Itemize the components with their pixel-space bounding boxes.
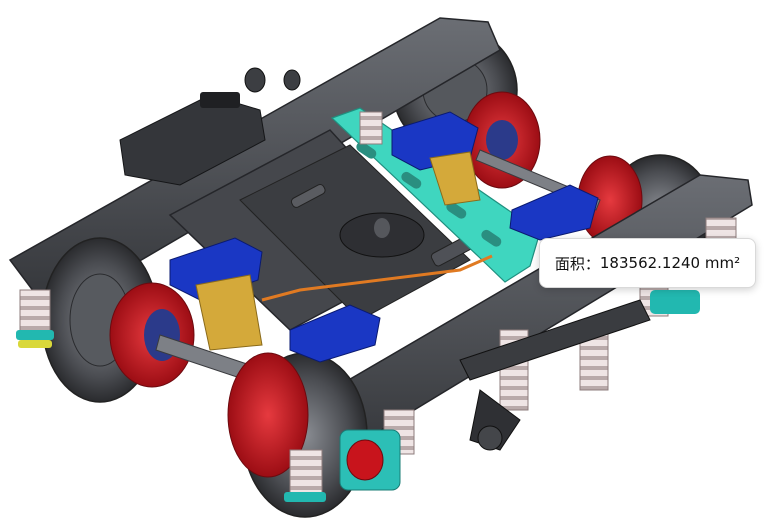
brake-caliper-back	[391, 111, 599, 241]
secondary-suspension	[459, 299, 651, 451]
measurement-label: 面积：	[554, 254, 600, 273]
area-measurement-tooltip: 面积： 183562.1240 mm²	[539, 238, 756, 288]
selected-face[interactable]	[330, 107, 541, 283]
measurement-value: 183562.1240 mm²	[599, 254, 741, 272]
brake-pipe	[261, 254, 493, 302]
spring-back-left	[359, 111, 383, 145]
brake-caliper-front	[169, 237, 381, 363]
spring-front-right	[284, 409, 415, 502]
brake-disc-front-left	[109, 282, 195, 388]
brake-disc-back-left	[463, 91, 541, 189]
spring-front-left	[16, 289, 54, 348]
damper-assembly	[119, 67, 301, 186]
